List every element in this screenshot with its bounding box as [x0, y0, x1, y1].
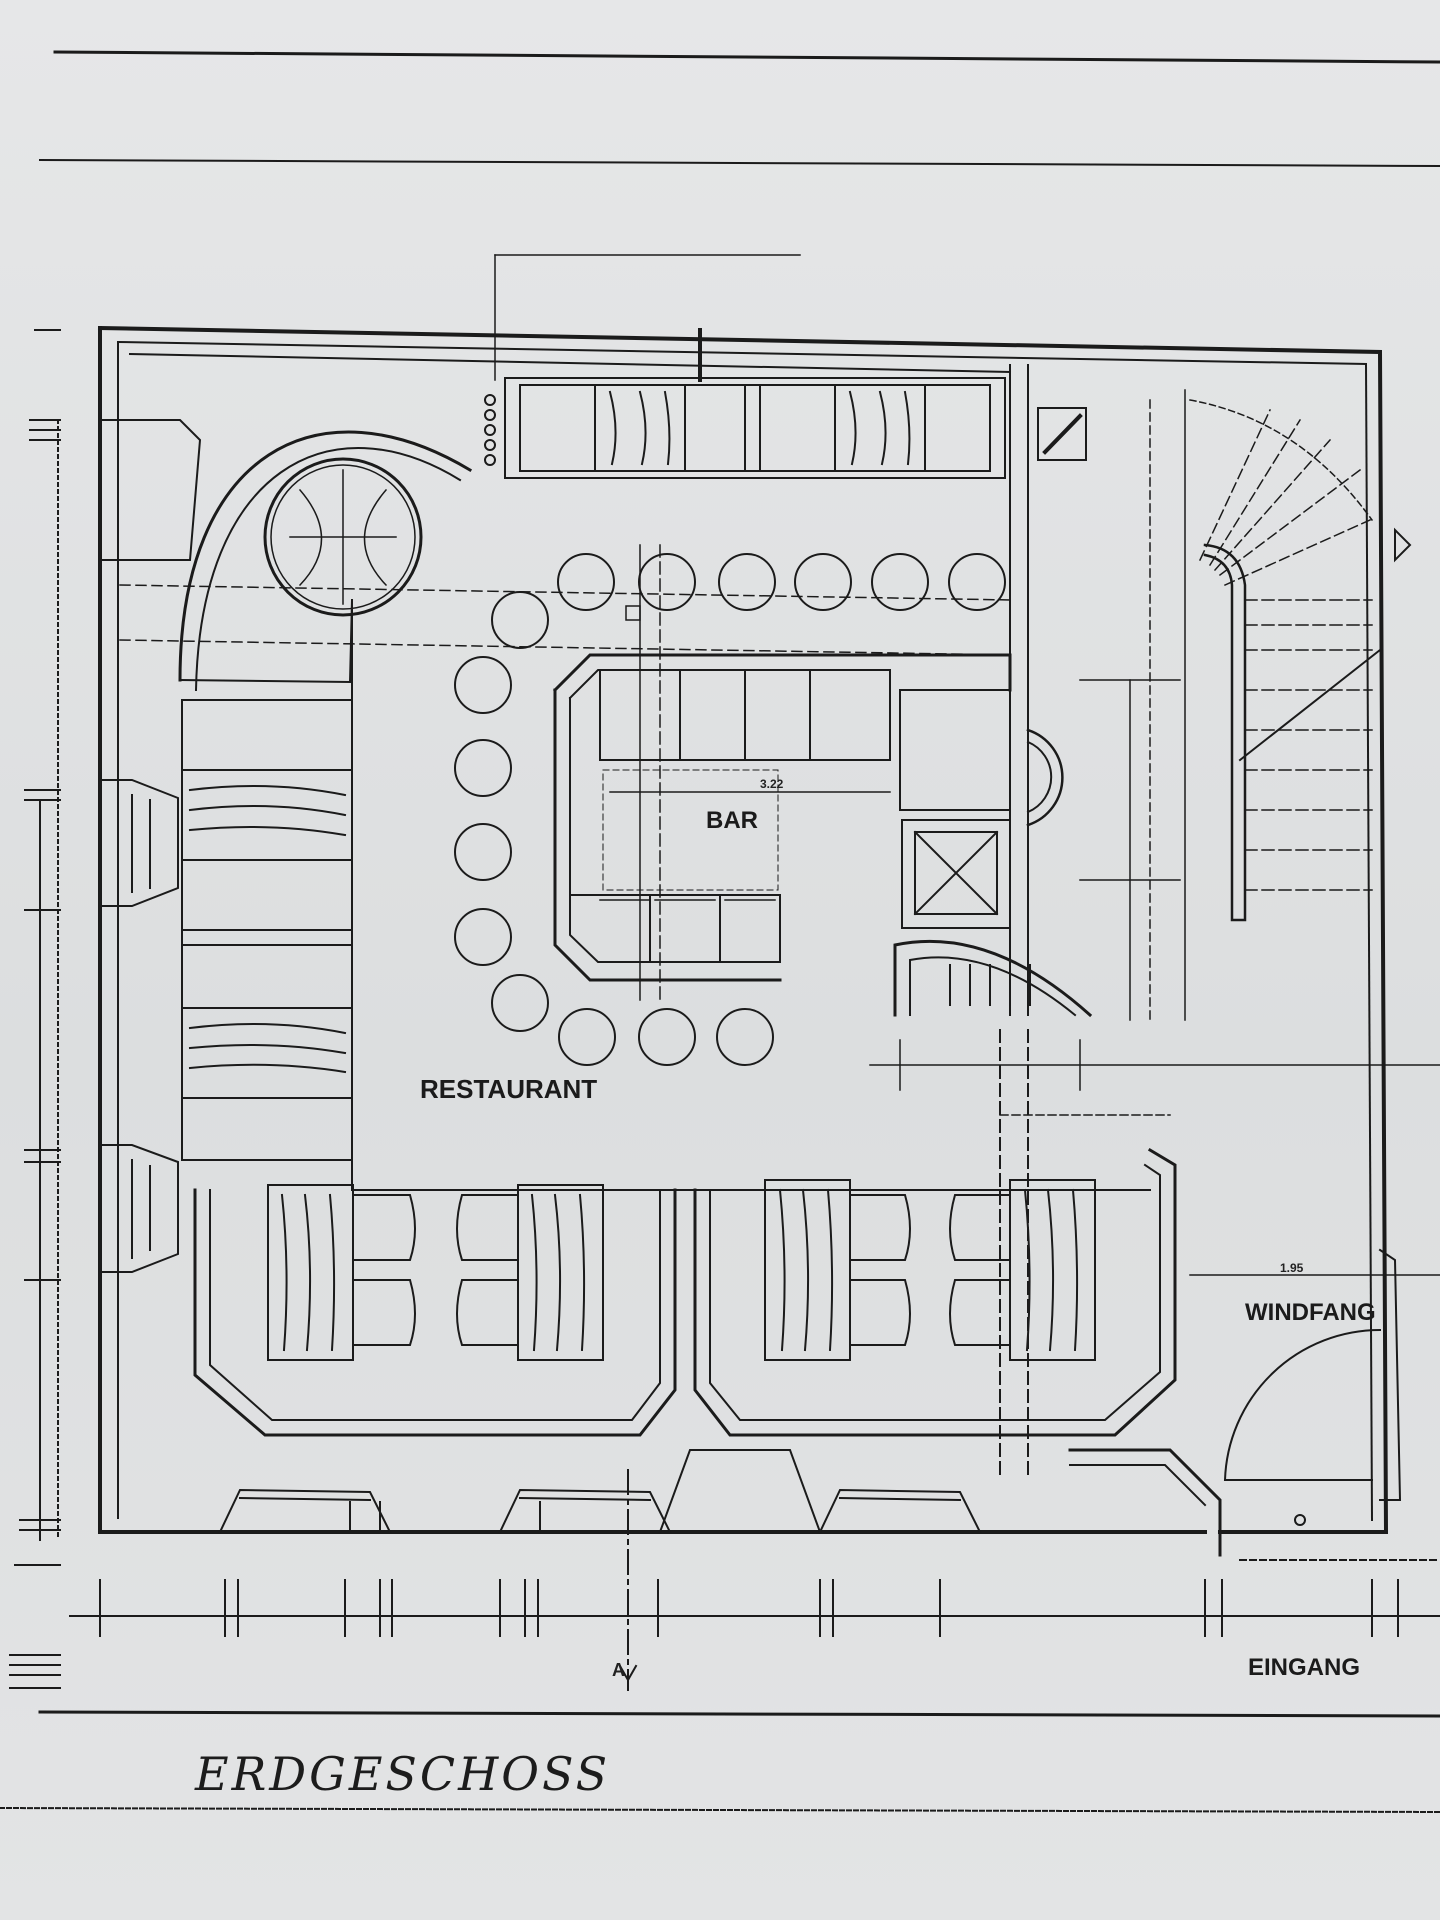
top-bench-seating [484, 377, 1006, 479]
lower-booths [193, 1147, 1177, 1437]
section-mark-a: A [612, 1660, 625, 1680]
room-label-windfang: WINDFANG [1245, 1299, 1376, 1326]
upper-frame-line [38, 158, 1440, 168]
top-border-line [53, 50, 1440, 64]
interior-dimension-lines [494, 254, 1440, 1276]
service-area [893, 364, 1093, 1018]
left-margin-marks [9, 329, 61, 1689]
windfang-entrance [999, 1029, 1440, 1561]
dimension-entrance-width: 1.95 [1280, 1261, 1304, 1275]
dashed-beam-line-1 [119, 584, 1013, 601]
bottom-border-line [0, 1806, 1440, 1814]
round-corner-booth [178, 430, 473, 692]
room-label-restaurant: RESTAURANT [420, 1074, 597, 1104]
left-wall-windows [99, 419, 202, 1273]
dimension-bar-width: 3.22 [760, 777, 784, 791]
room-label-bar: BAR [706, 807, 758, 834]
outer-walls [97, 325, 1389, 1534]
staircase [1149, 389, 1412, 1021]
lower-frame-line [38, 1710, 1440, 1718]
dashed-beam-line-2 [119, 639, 1013, 656]
bottom-wall-windows [218, 1449, 982, 1534]
bar-counter [552, 544, 1012, 1001]
bottom-dimension-chain [69, 1469, 1440, 1691]
drawing-title: ERDGESCHOSS [194, 1747, 610, 1801]
left-wall-benches [181, 699, 353, 1161]
room-label-eingang: EINGANG [1248, 1654, 1360, 1681]
bar-stools [454, 553, 1006, 1066]
